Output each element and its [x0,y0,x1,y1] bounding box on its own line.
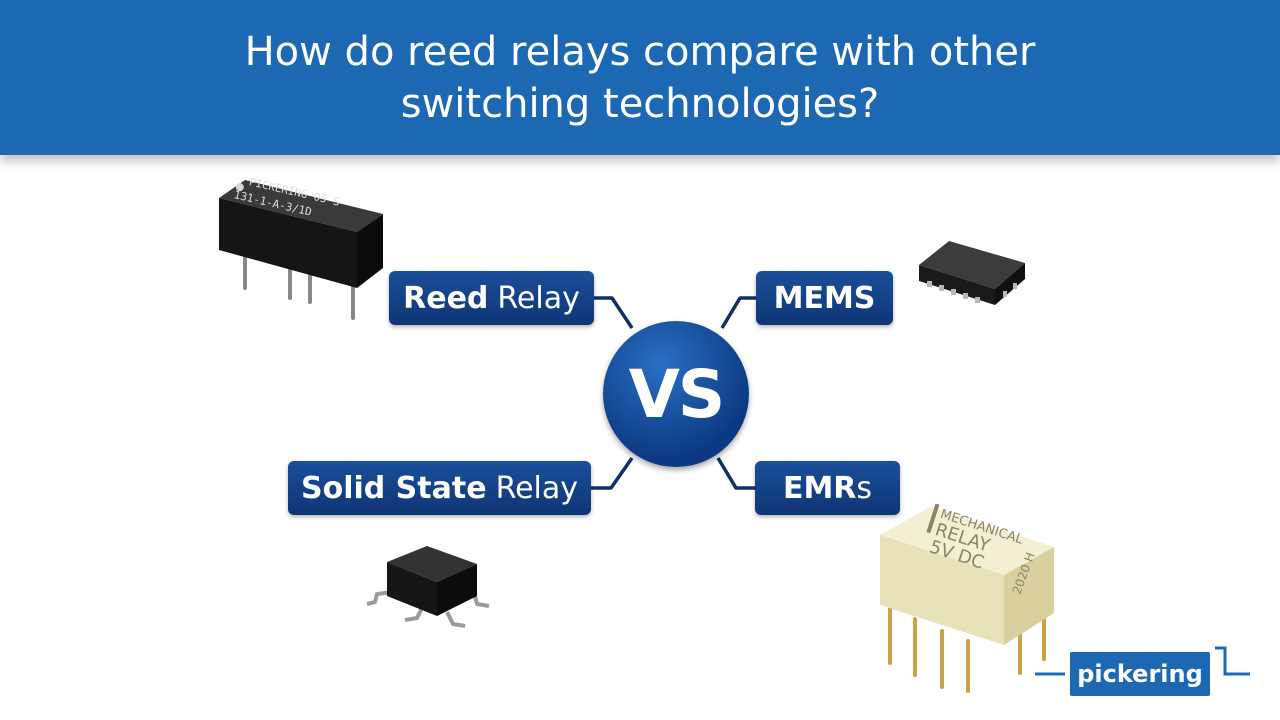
emr-label-bold: EMR [782,470,857,506]
solid-state-relay-image [366,546,490,628]
connector-emr [716,457,755,490]
page-title: How do reed relays compare with other sw… [244,28,1036,127]
connector-mems [720,296,756,329]
ssr-label-bold: Solid State [300,470,487,506]
connector-reed [594,296,634,329]
mems-chip-image [919,241,1025,305]
mems-label-text: MEMS [773,280,876,316]
vs-badge: VS [603,321,749,467]
logo-frame-lines [1035,646,1250,676]
logo-text: pickering [1077,660,1203,688]
mems-label: MEMS [756,271,893,325]
title-banner: How do reed relays compare with other sw… [0,0,1280,155]
emr-relay-image: MECHANICAL RELAY 5V DC 2020 H [880,503,1054,693]
reed-relay-label-bold: Reed [403,280,489,316]
ssr-label-regular: Relay [495,470,579,506]
emr-label-regular: s [856,470,873,506]
reed-relay-label-regular: Relay [497,280,580,316]
reed-relay-image: PICKERING 05 S 131-1-A-3/1D [219,175,383,320]
connector-ssr [591,456,634,490]
vs-text: VS [628,355,726,433]
pickering-logo: pickering [1070,652,1210,696]
